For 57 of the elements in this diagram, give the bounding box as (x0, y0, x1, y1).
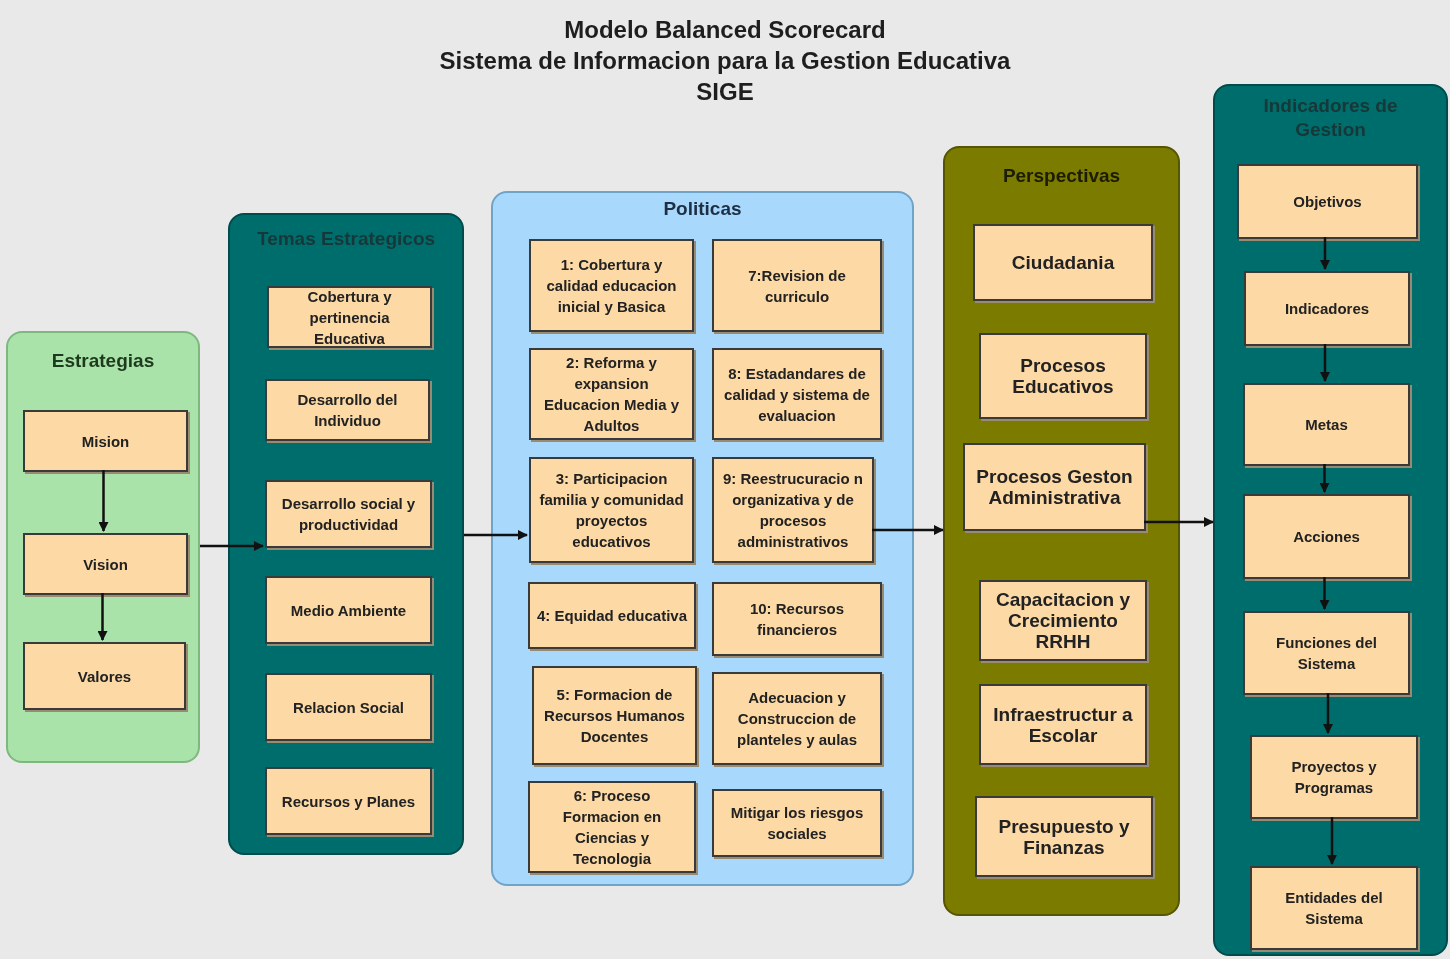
process-box: Adecuacion y Construccion de planteles y aulas (712, 672, 882, 765)
process-box: Metas (1243, 383, 1410, 466)
process-box: Procesos Educativos (979, 333, 1147, 419)
group-heading: Perspectivas (1001, 164, 1122, 188)
arrow (98, 470, 109, 532)
process-box: Objetivos (1237, 164, 1418, 239)
process-box: Desarrollo del Individuo (265, 379, 430, 441)
process-box: 9: Reestrucuracio n organizativa y de procesos administrativos (712, 457, 874, 563)
arrow (1319, 577, 1330, 610)
group-panel (228, 213, 464, 855)
process-box: 5: Formacion de Recursos Humanos Docentes (532, 666, 697, 765)
arrow (200, 541, 264, 551)
process-box: 8: Estadandares de calidad y sistema de evaluacion (712, 348, 882, 440)
process-box: Ciudadania (973, 224, 1153, 301)
arrow (872, 525, 944, 535)
process-box: Procesos Geston Administrativa (963, 443, 1146, 531)
subtitle: Sistema de Informacion para la Gestion Educativa (439, 46, 1011, 76)
process-box: Medio Ambiente (265, 576, 432, 644)
process-box: 3: Participacion familia y comunidad proyectos educativos (529, 457, 694, 563)
process-box: Entidades del Sistema (1250, 866, 1418, 950)
process-box: Mision (23, 410, 188, 472)
process-box: Acciones (1243, 494, 1410, 579)
arrow (1320, 237, 1330, 270)
arrow (97, 593, 108, 641)
group-panel (6, 331, 200, 763)
process-box: Capacitacion y Crecimiento RRHH (979, 580, 1147, 661)
process-box: Infraestructur a Escolar (979, 684, 1147, 765)
arrow (1327, 817, 1337, 865)
process-box: 7:Revision de curriculo (712, 239, 882, 332)
process-box: Desarrollo social y productividad (265, 480, 432, 548)
group-heading: Politicas (662, 197, 743, 221)
arrow (1323, 693, 1333, 734)
arrow (1144, 517, 1214, 527)
process-box: 1: Cobertura y calidad educacion inicial y Basica (529, 239, 694, 332)
group-heading: Estrategias (50, 349, 156, 373)
process-box: Relacion Social (265, 673, 432, 741)
group-panel (491, 191, 914, 886)
group-panel (1213, 84, 1448, 956)
arrow (1319, 464, 1330, 493)
process-box: 6: Proceso Formacion en Ciencias y Tecnologia (528, 781, 696, 873)
process-box: 2: Reforma y expansion Educacion Media y Adultos (529, 348, 694, 440)
process-box: Vision (23, 533, 188, 595)
process-box: Indicadores (1244, 271, 1410, 346)
process-box: Valores (23, 642, 186, 710)
process-box: Recursos y Planes (265, 767, 432, 835)
process-box: Proyectos y Programas (1250, 735, 1418, 819)
process-box: 4: Equidad educativa (528, 582, 696, 649)
process-box: Cobertura y pertinencia Educativa (267, 286, 432, 348)
process-box: Mitigar los riesgos sociales (712, 789, 882, 857)
group-panel (943, 146, 1180, 916)
subtitle: SIGE (696, 77, 754, 107)
arrow (1320, 344, 1330, 382)
diagram-title: Modelo Balanced Scorecard (564, 15, 886, 45)
process-box: Presupuesto y Finanzas (975, 796, 1153, 877)
process-box: Funciones del Sistema (1243, 611, 1410, 695)
arrow (464, 530, 528, 540)
process-box: 10: Recursos financieros (712, 582, 882, 656)
